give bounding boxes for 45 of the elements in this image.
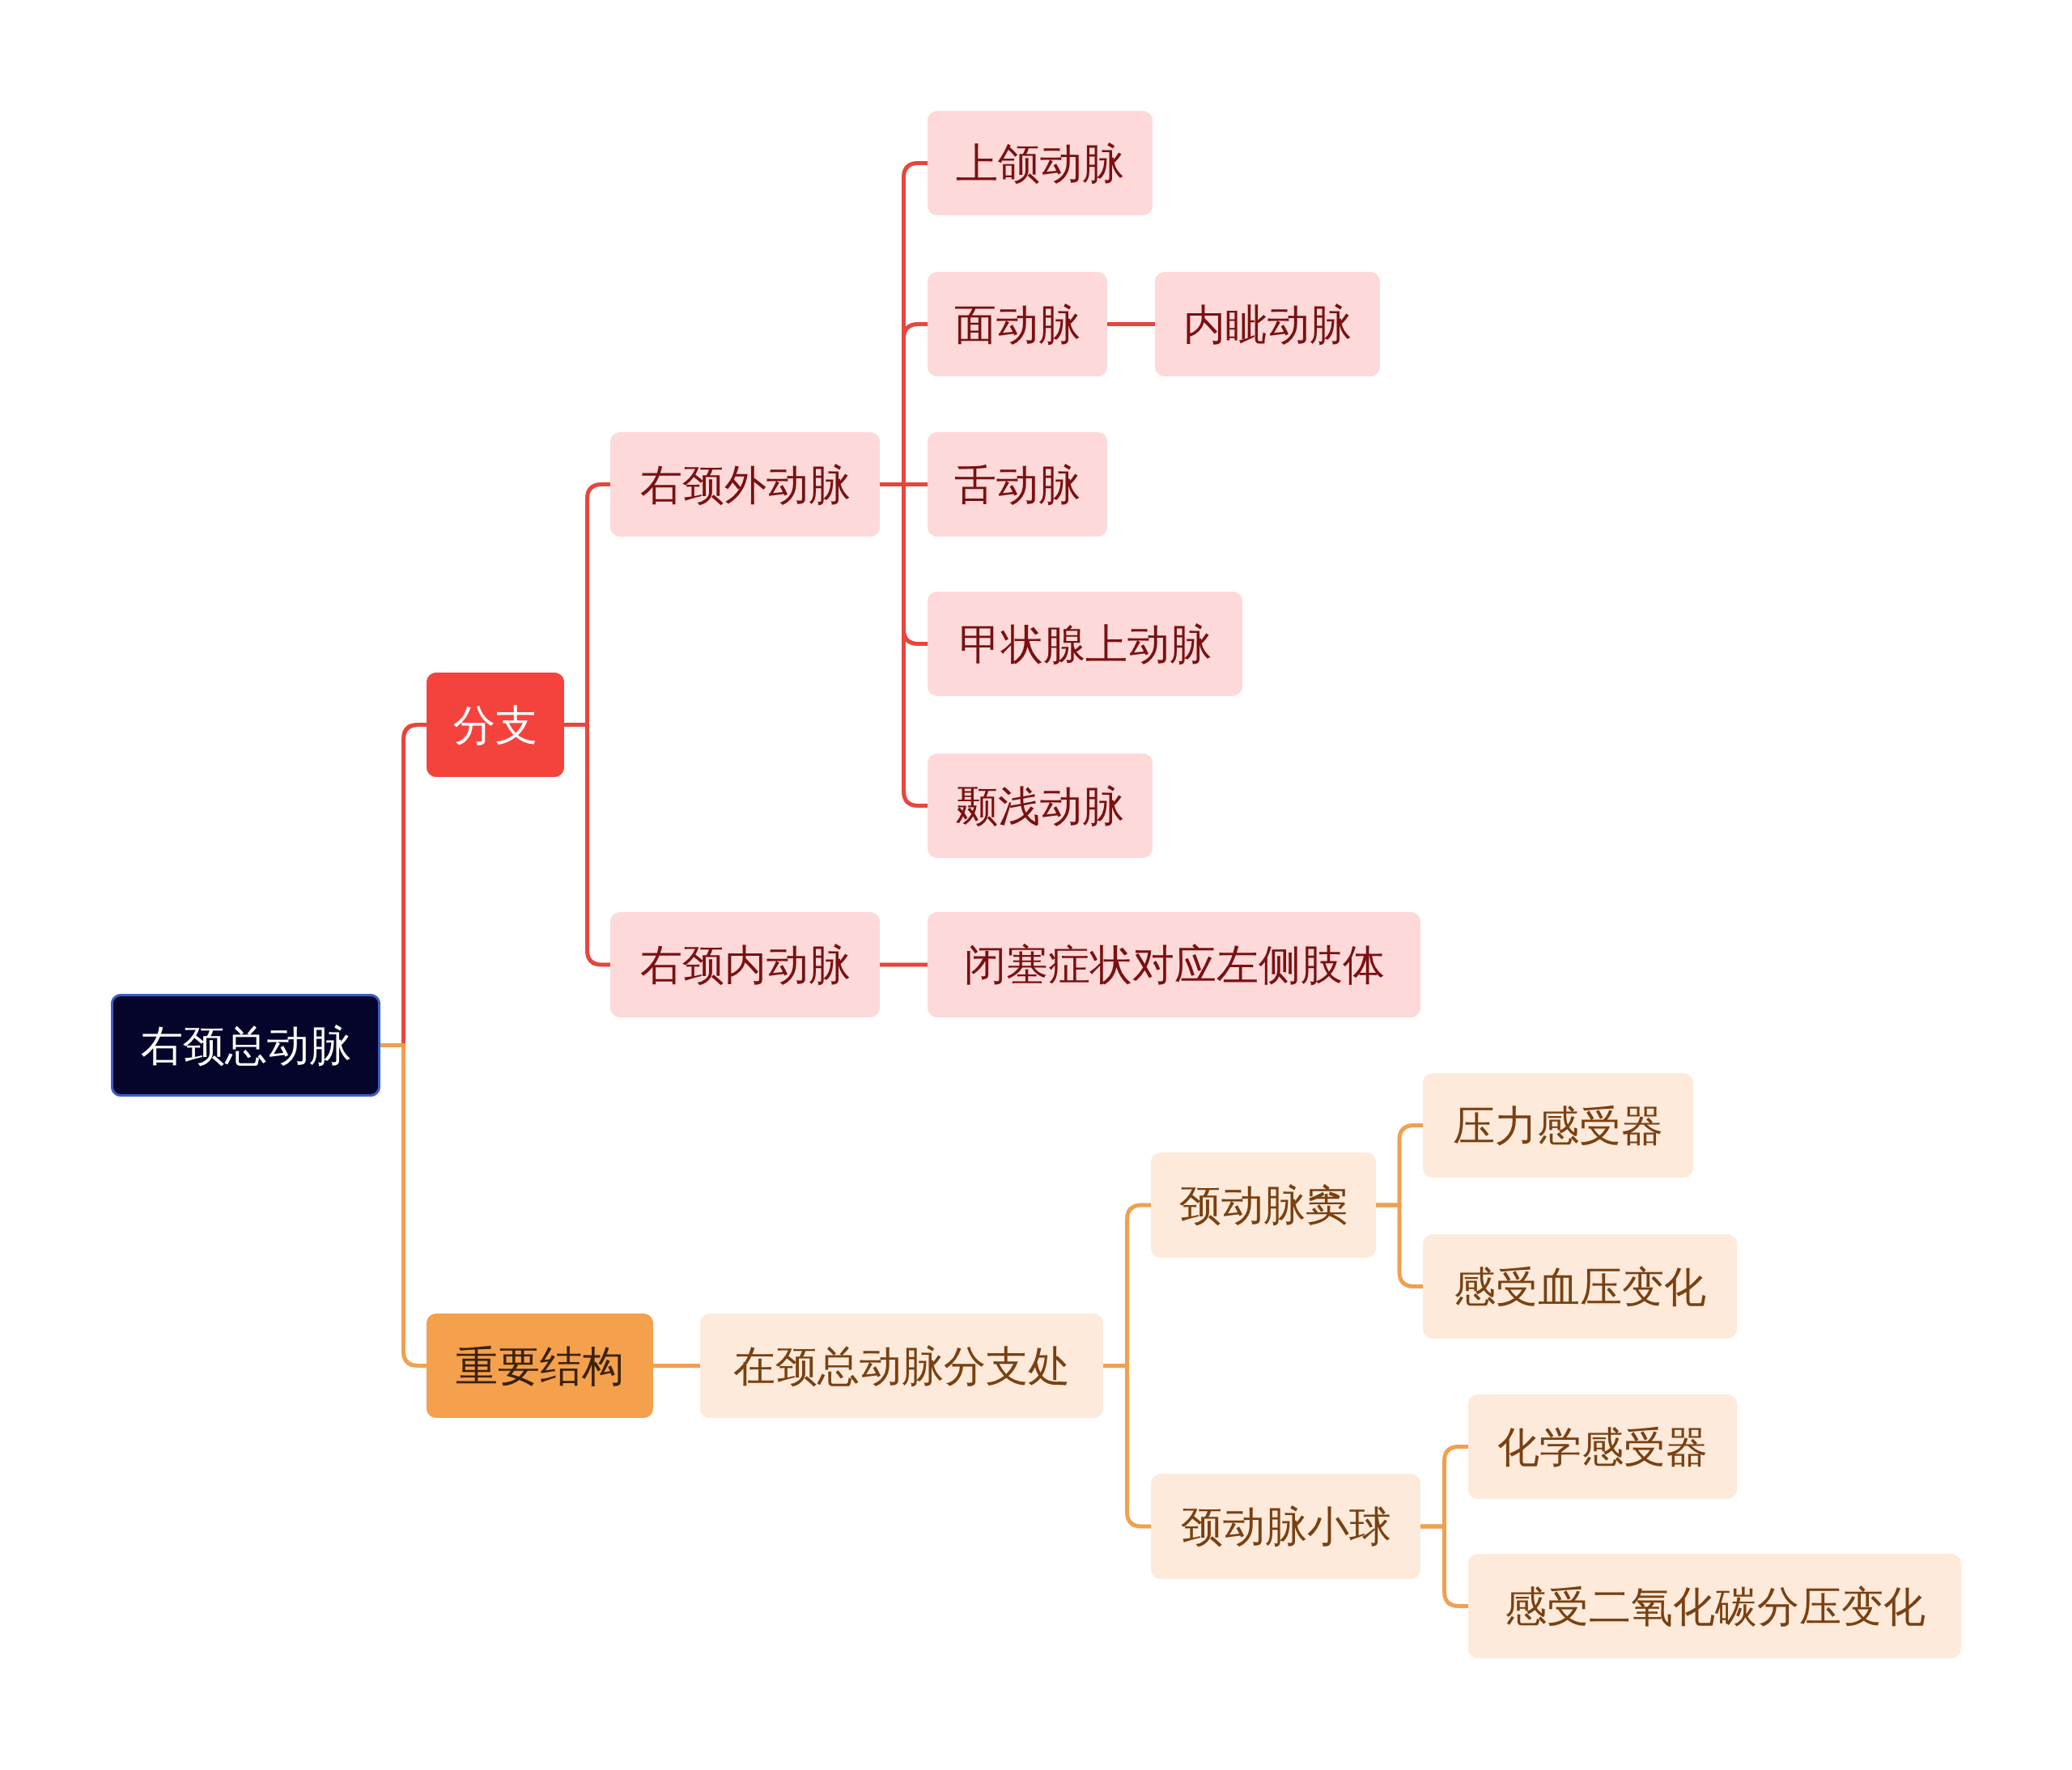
- connector-line: [880, 962, 928, 967]
- topic-label: 分支: [453, 703, 537, 746]
- topic-label: 上颌动脉: [956, 142, 1124, 185]
- topic-label: 右颈外动脉: [639, 463, 851, 506]
- topic-box: [111, 994, 380, 1097]
- topic-label: 舌动脉: [954, 463, 1081, 506]
- connector-line: [1376, 1203, 1423, 1288]
- topic-box: [1468, 1554, 1961, 1658]
- topic-label: 右颈内动脉: [639, 944, 851, 986]
- topic-box: [700, 1314, 1103, 1418]
- topic-box: [1423, 1073, 1693, 1178]
- topic-label: 甲状腺上动脉: [958, 622, 1212, 665]
- topic-label: 压力感受器: [1453, 1104, 1663, 1147]
- connector-line: [1107, 322, 1155, 326]
- topic-label: 面动脉: [954, 303, 1081, 346]
- topic-label: 颈动脉小球: [1180, 1505, 1391, 1547]
- topic-box: [610, 432, 880, 537]
- topic-label: 颞浅动脉: [956, 784, 1124, 827]
- topic-box: [1151, 1152, 1376, 1258]
- topic-box: [427, 1314, 653, 1418]
- connector-line: [653, 1364, 700, 1368]
- topic-box: [1151, 1474, 1420, 1579]
- connector-line: [1420, 1524, 1468, 1608]
- topic-box: [1155, 272, 1380, 376]
- topic-box: [928, 592, 1242, 696]
- topic-box: [928, 111, 1153, 215]
- topic-box: [610, 912, 880, 1017]
- topic-label: 感受二氧化碳分压变化: [1504, 1585, 1926, 1628]
- connector-line: [380, 1043, 427, 1368]
- topic-box: [928, 272, 1107, 376]
- topic-label: 重要结构: [456, 1344, 624, 1387]
- topic-box: [1468, 1394, 1737, 1499]
- topic-box: [928, 432, 1107, 537]
- topic-box: [1423, 1234, 1737, 1339]
- topic-label: 化学感受器: [1497, 1425, 1708, 1468]
- topic-label: 右颈总动脉: [140, 1024, 351, 1067]
- topic-label: 颈动脉窦: [1179, 1184, 1348, 1226]
- topic-box: [928, 753, 1153, 858]
- connector-line: [880, 482, 928, 808]
- topic-box: [427, 673, 564, 777]
- topic-label: 在颈总动脉分支处: [733, 1344, 1070, 1387]
- topic-label: 感受血压变化: [1454, 1265, 1706, 1308]
- topic-box: [928, 912, 1420, 1017]
- topic-label: 内眦动脉: [1183, 303, 1352, 346]
- topic-label: 闭塞症状对应左侧肢体: [963, 944, 1385, 986]
